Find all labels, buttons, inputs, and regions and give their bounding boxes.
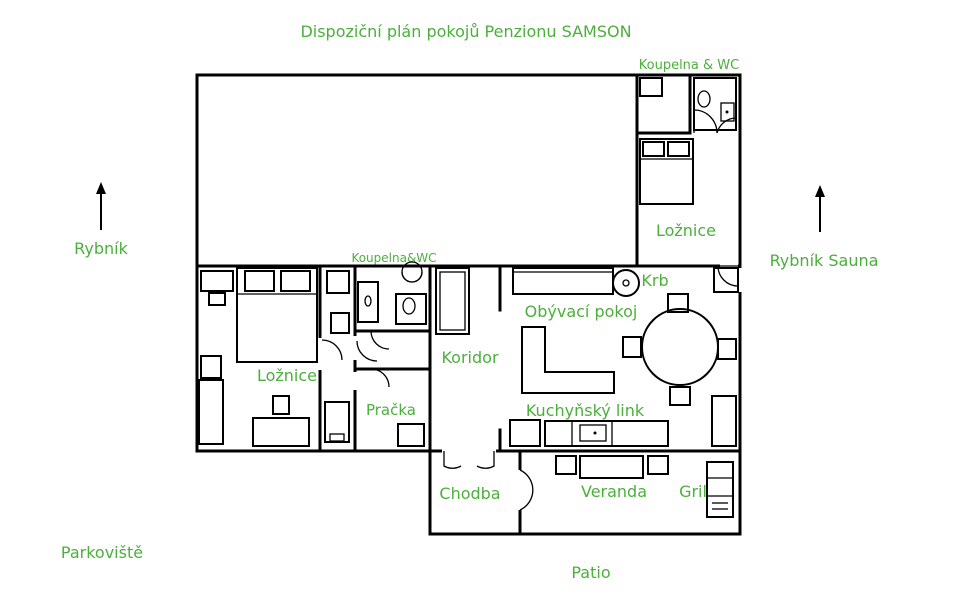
door-openings — [317, 130, 743, 510]
label-veranda: Veranda — [581, 482, 647, 501]
left-bedroom-furniture — [198, 270, 350, 447]
label-laundry: Pračka — [366, 401, 416, 419]
living-furniture — [512, 267, 739, 394]
label-bathroom-top: Koupelna & WC — [639, 58, 739, 73]
grill — [706, 461, 734, 518]
label-patio: Patio — [571, 563, 610, 582]
label-living-room: Obývací pokoj — [525, 302, 638, 321]
door-swings — [321, 109, 739, 511]
walls — [195, 73, 742, 536]
label-pond-sauna-right: Rybník Sauna — [770, 251, 879, 270]
bed-left — [236, 267, 318, 363]
bed-top-right — [639, 138, 694, 205]
label-bedroom-right: Ložnice — [656, 221, 716, 240]
label-grill: Gril — [679, 482, 707, 501]
label-corridor: Koridor — [441, 348, 498, 367]
label-hallway: Chodba — [439, 484, 500, 503]
dining-table — [622, 293, 737, 406]
plan-title: Dispoziční plán pokojů Penzionu SAMSON — [300, 22, 631, 41]
arrow-right — [815, 185, 825, 232]
left-bathroom-fixtures — [357, 261, 470, 447]
kitchen-counter — [509, 395, 737, 447]
veranda-furniture — [555, 455, 669, 479]
top-bathroom-fixtures — [639, 77, 737, 131]
label-bathroom-left: Koupelna&WC — [351, 251, 436, 265]
label-bedroom-left: Ložnice — [257, 366, 317, 385]
label-fireplace: Krb — [641, 271, 668, 290]
label-pond-left: Rybník — [74, 239, 128, 258]
arrow-left — [96, 182, 106, 230]
label-parking: Parkoviště — [61, 543, 143, 562]
label-kitchen: Kuchyňský link — [526, 401, 645, 420]
